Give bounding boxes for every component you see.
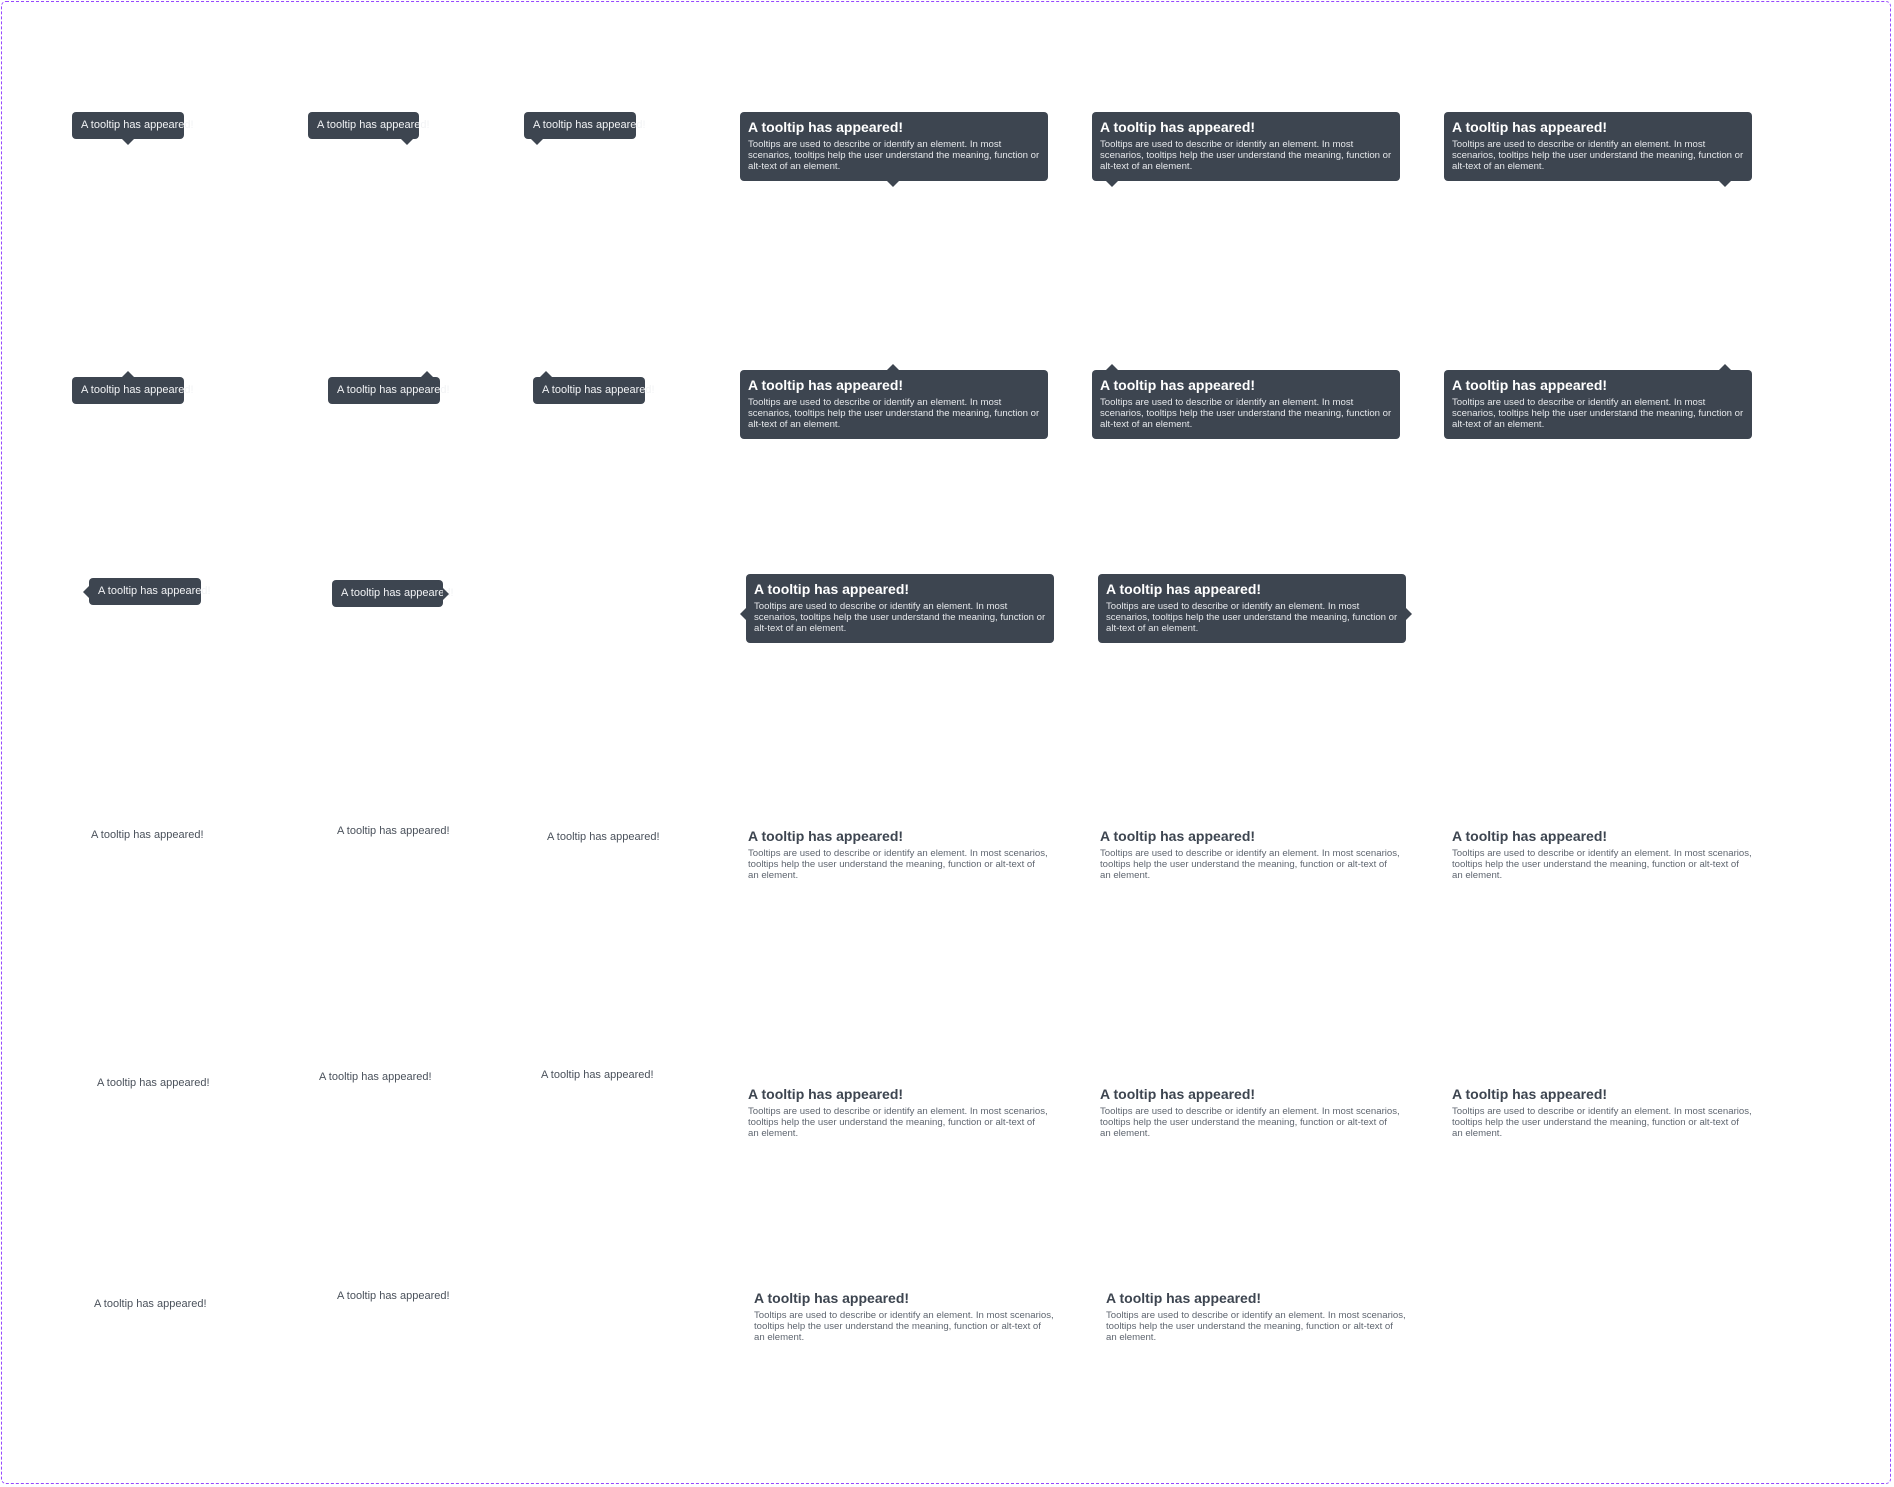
tooltip-large-bottom-center: A tooltip has appeared! Tooltips are use… <box>740 112 1048 187</box>
tooltip-body: Tooltips are used to describe or identif… <box>748 397 1040 430</box>
tooltip-text: A tooltip has appeared! <box>81 384 194 396</box>
tooltip-title: A tooltip has appeared! <box>1100 828 1256 844</box>
arrow-down-icon <box>1106 181 1118 187</box>
tooltip-body: Tooltips are used to describe or identif… <box>754 601 1046 634</box>
tooltip-text: A tooltip has appeared! <box>341 587 454 599</box>
tooltip-body: Tooltips are used to describe or identif… <box>748 1106 1048 1139</box>
arrow-up-icon <box>122 371 134 377</box>
tooltip-body: Tooltips are used to describe or identif… <box>1106 1310 1406 1343</box>
tooltip-small-right: A tooltip has appeared! <box>332 580 454 607</box>
tooltip-large-top-right: A tooltip has appeared! Tooltips are use… <box>1444 364 1752 439</box>
arrow-down-icon <box>531 139 543 145</box>
arrow-down-icon <box>887 181 899 187</box>
tooltip-small-bottom-right: A tooltip has appeared! <box>308 112 430 145</box>
tooltip-large-left: A tooltip has appeared! Tooltips are use… <box>740 574 1054 643</box>
tooltip-title: A tooltip has appeared! <box>754 581 910 597</box>
tooltip-title: A tooltip has appeared! <box>1100 1086 1256 1102</box>
tooltip-plain-large: A tooltip has appeared! Tooltips are use… <box>754 1290 1054 1343</box>
tooltip-body: Tooltips are used to describe or identif… <box>748 139 1040 172</box>
arrow-left-icon <box>83 586 89 598</box>
tooltip-plain-small: A tooltip has appeared! <box>547 831 660 843</box>
tooltip-body: Tooltips are used to describe or identif… <box>1452 139 1744 172</box>
tooltip-plain-large: A tooltip has appeared! Tooltips are use… <box>1452 828 1752 881</box>
arrow-up-icon <box>421 371 433 377</box>
tooltip-plain-large: A tooltip has appeared! Tooltips are use… <box>748 1086 1048 1139</box>
tooltip-body: Tooltips are used to describe or identif… <box>1452 1106 1752 1139</box>
tooltip-body: Tooltips are used to describe or identif… <box>1452 848 1752 881</box>
tooltip-plain-small: A tooltip has appeared! <box>94 1298 207 1310</box>
tooltip-small-top-left: A tooltip has appeared! <box>533 371 655 404</box>
tooltip-body: Tooltips are used to describe or identif… <box>1100 848 1400 881</box>
tooltip-small-top-right: A tooltip has appeared! <box>328 371 450 404</box>
tooltip-large-bottom-left: A tooltip has appeared! Tooltips are use… <box>1092 112 1400 187</box>
tooltip-title: A tooltip has appeared! <box>1100 119 1256 135</box>
tooltip-small-bottom-center: A tooltip has appeared! <box>72 112 194 145</box>
arrow-left-icon <box>740 608 746 620</box>
tooltip-title: A tooltip has appeared! <box>1452 119 1608 135</box>
arrow-right-icon <box>1406 608 1412 620</box>
tooltip-title: A tooltip has appeared! <box>1452 828 1608 844</box>
tooltip-plain-small: A tooltip has appeared! <box>337 1290 450 1302</box>
tooltip-large-right: A tooltip has appeared! Tooltips are use… <box>1098 574 1412 643</box>
arrow-down-icon <box>1719 181 1731 187</box>
arrow-up-icon <box>887 364 899 370</box>
tooltip-title: A tooltip has appeared! <box>1106 581 1262 597</box>
tooltip-plain-small: A tooltip has appeared! <box>541 1069 654 1081</box>
tooltip-body: Tooltips are used to describe or identif… <box>1100 1106 1400 1139</box>
tooltip-title: A tooltip has appeared! <box>754 1290 910 1306</box>
arrow-right-icon <box>443 588 449 600</box>
tooltip-title: A tooltip has appeared! <box>748 377 904 393</box>
tooltip-plain-large: A tooltip has appeared! Tooltips are use… <box>1106 1290 1406 1343</box>
arrow-up-icon <box>540 371 552 377</box>
tooltip-text: A tooltip has appeared! <box>317 119 430 131</box>
arrow-up-icon <box>1106 364 1118 370</box>
tooltip-small-bottom-left: A tooltip has appeared! <box>524 112 646 145</box>
arrow-down-icon <box>122 139 134 145</box>
tooltip-text: A tooltip has appeared! <box>337 384 450 396</box>
tooltip-plain-large: A tooltip has appeared! Tooltips are use… <box>1452 1086 1752 1139</box>
tooltip-plain-small: A tooltip has appeared! <box>319 1071 432 1083</box>
tooltip-title: A tooltip has appeared! <box>748 828 904 844</box>
tooltip-body: Tooltips are used to describe or identif… <box>1100 139 1392 172</box>
tooltip-plain-large: A tooltip has appeared! Tooltips are use… <box>748 828 1048 881</box>
tooltip-body: Tooltips are used to describe or identif… <box>754 1310 1054 1343</box>
tooltip-title: A tooltip has appeared! <box>748 119 904 135</box>
tooltip-plain-large: A tooltip has appeared! Tooltips are use… <box>1100 828 1400 881</box>
tooltip-title: A tooltip has appeared! <box>1452 377 1608 393</box>
tooltip-text: A tooltip has appeared! <box>533 119 646 131</box>
tooltip-title: A tooltip has appeared! <box>1106 1290 1262 1306</box>
tooltip-body: Tooltips are used to describe or identif… <box>748 848 1048 881</box>
tooltip-plain-small: A tooltip has appeared! <box>91 829 204 841</box>
tooltip-title: A tooltip has appeared! <box>1452 1086 1608 1102</box>
tooltip-large-top-left: A tooltip has appeared! Tooltips are use… <box>1092 364 1400 439</box>
tooltip-title: A tooltip has appeared! <box>748 1086 904 1102</box>
tooltip-large-top-center: A tooltip has appeared! Tooltips are use… <box>740 364 1048 439</box>
tooltip-plain-small: A tooltip has appeared! <box>337 825 450 837</box>
tooltip-plain-small: A tooltip has appeared! <box>97 1077 210 1089</box>
tooltip-body: Tooltips are used to describe or identif… <box>1452 397 1744 430</box>
tooltip-body: Tooltips are used to describe or identif… <box>1106 601 1398 634</box>
tooltip-small-left: A tooltip has appeared! <box>83 578 211 605</box>
arrow-down-icon <box>401 139 413 145</box>
tooltip-title: A tooltip has appeared! <box>1100 377 1256 393</box>
tooltip-large-bottom-right: A tooltip has appeared! Tooltips are use… <box>1444 112 1752 187</box>
tooltip-small-top-center: A tooltip has appeared! <box>72 371 194 404</box>
tooltip-text: A tooltip has appeared! <box>98 585 211 597</box>
tooltip-plain-large: A tooltip has appeared! Tooltips are use… <box>1100 1086 1400 1139</box>
tooltip-text: A tooltip has appeared! <box>81 119 194 131</box>
tooltip-text: A tooltip has appeared! <box>542 384 655 396</box>
arrow-up-icon <box>1719 364 1731 370</box>
tooltip-body: Tooltips are used to describe or identif… <box>1100 397 1392 430</box>
